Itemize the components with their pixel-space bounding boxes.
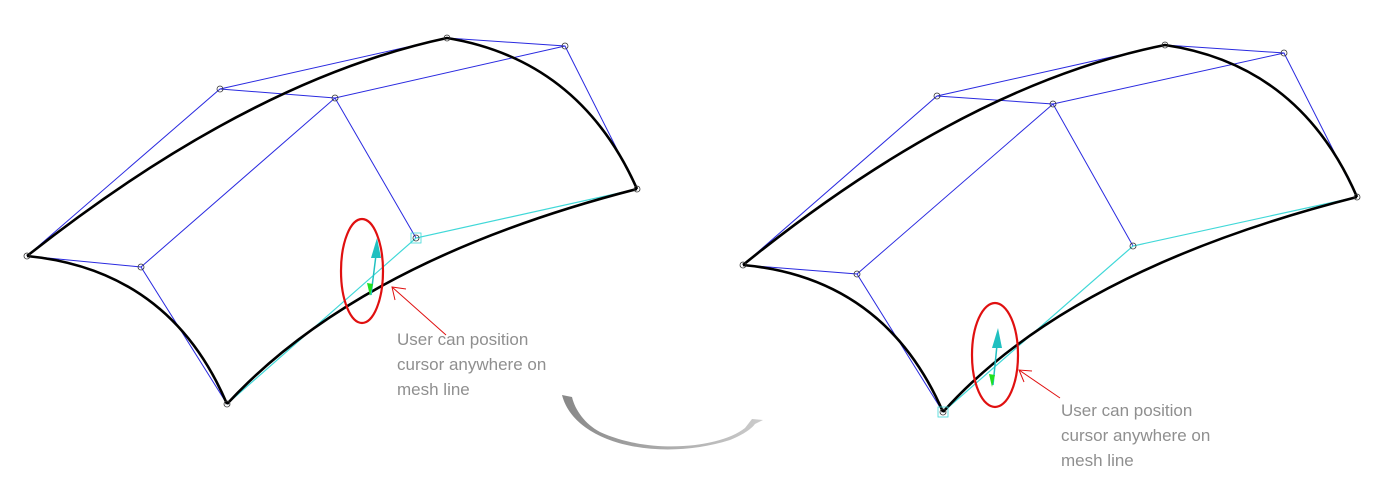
control-points: [23, 34, 641, 408]
selected-mesh-line[interactable]: [942, 196, 1358, 413]
move-manipulator-icon[interactable]: [989, 328, 1002, 387]
highlight-ellipse: [970, 301, 1020, 409]
annotation-line: User can position: [397, 330, 529, 349]
surface-after: [739, 41, 1361, 418]
selected-mesh-line[interactable]: [226, 188, 638, 405]
annotation-line: cursor anywhere on: [397, 355, 547, 374]
highlight-ellipse: [339, 217, 385, 325]
control-mesh: [742, 44, 1358, 413]
callout-arrow: [391, 286, 447, 336]
surface-before: [23, 34, 641, 408]
surface-edge-curves: [26, 36, 639, 405]
annotation-line: User can position: [1061, 401, 1193, 420]
annotation-line: mesh line: [1061, 451, 1134, 470]
control-points: [739, 41, 1361, 418]
surface-edge-curves: [742, 43, 1359, 413]
annotation-line: mesh line: [397, 380, 470, 399]
move-manipulator-icon[interactable]: [367, 238, 381, 296]
callout-arrow: [1018, 369, 1061, 399]
transition-arrow-icon: [562, 395, 763, 450]
annotation-after: User can position cursor anywhere on mes…: [1061, 398, 1261, 473]
annotation-before: User can position cursor anywhere on mes…: [397, 327, 597, 402]
annotation-line: cursor anywhere on: [1061, 426, 1211, 445]
